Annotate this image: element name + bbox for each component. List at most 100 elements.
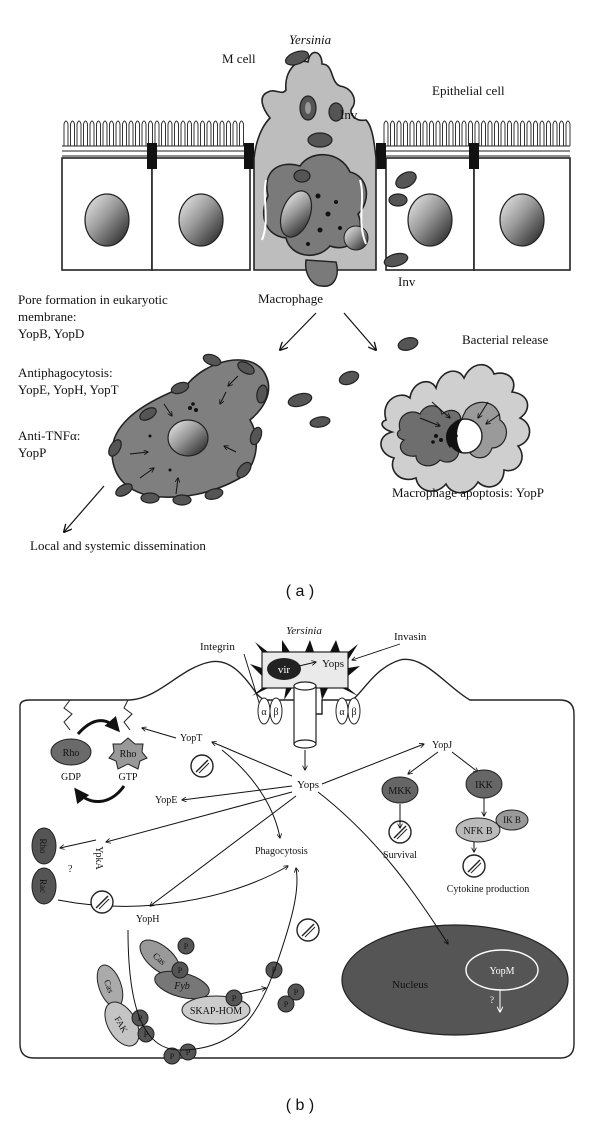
microvillus (96, 120, 101, 146)
phosphate-circle (179, 1043, 197, 1061)
integrin-label: Integrin (200, 641, 235, 653)
antiphagocytosis-label: Antiphagocytosis: (18, 365, 113, 380)
rac-label: Rac (38, 879, 48, 893)
survival-label: Survival (383, 850, 417, 861)
microvillus (461, 120, 467, 146)
microvillus (383, 120, 389, 146)
inward-arrow (163, 403, 172, 416)
yopt-label: YopT (180, 733, 202, 744)
microvillus (115, 120, 121, 146)
mkk-node (381, 776, 419, 804)
microvillus (403, 120, 408, 146)
phosphate-circle (177, 937, 195, 955)
inv-label-bottom: Inv (398, 274, 416, 289)
microvillus (481, 120, 486, 146)
invasin-label: Invasin (394, 631, 427, 643)
mkk-label: MKK (388, 786, 412, 797)
gtp-label: GTP (119, 772, 138, 783)
microvillus (219, 120, 225, 146)
microvillus (487, 120, 493, 146)
microvillus (500, 120, 506, 146)
microvillus (141, 120, 147, 146)
anti-tnf-label: Anti-TNFα: (18, 428, 80, 443)
microvillus (442, 120, 447, 146)
tight-junctions (147, 143, 479, 169)
antiphagocytosis-yops: YopE, YopH, YopT (18, 382, 119, 397)
bacterium (237, 361, 255, 375)
yersinia-bacteria-a (284, 50, 417, 268)
vir-label: vir (278, 664, 291, 676)
microvillus (448, 120, 454, 146)
alpha-label-1: α (261, 707, 267, 718)
microvillus (468, 120, 473, 146)
macrophage-label: Macrophage (258, 291, 323, 306)
yoph-targets (96, 939, 251, 1047)
phosphate-label: P (294, 988, 299, 997)
migrating-macrophage (108, 353, 270, 506)
bacterium (139, 407, 157, 421)
microvillus (102, 120, 108, 146)
bacterial-release-label: Bacterial release (462, 332, 548, 347)
fyb-label: Fyb (173, 981, 190, 992)
microvillus (83, 120, 88, 146)
yops-box-label: Yops (322, 658, 344, 670)
arrow-to-apoptotic-macrophage (343, 312, 376, 350)
microvillus (520, 120, 525, 146)
cas-label-2: Cas (102, 978, 116, 995)
microvillus (70, 120, 75, 146)
yope-label: YopE (155, 795, 177, 806)
inhibition-slash (98, 898, 110, 910)
inward-arrow (220, 391, 227, 404)
bacterium (140, 492, 160, 504)
microvillus (180, 120, 186, 146)
yersinia-label-a: Yersinia (289, 32, 332, 47)
bacterium (249, 426, 263, 446)
nfkb-label: NFK B (463, 826, 493, 837)
inhibition-slash (393, 825, 407, 839)
microvillus (507, 120, 512, 146)
skap-hom-label: SKAP-HOM (190, 1006, 242, 1017)
microvillus (89, 120, 95, 146)
nucleus (341, 924, 569, 1036)
phagocytosis-label: Phagocytosis (255, 846, 308, 857)
rho-label-ypka: Rho (38, 838, 48, 854)
pore-formation-yops: YopB, YopD (18, 326, 84, 341)
alpha-label-2: α (339, 707, 345, 718)
ikb-label: IK B (503, 815, 521, 825)
microvillus (533, 120, 538, 146)
beta-label-1: β (273, 707, 278, 718)
panel-b-label: ( b ) (286, 1097, 314, 1114)
microvillus (539, 120, 545, 146)
translocation-pore (293, 681, 317, 770)
arrow-to-migrating-macrophage (280, 312, 317, 350)
inhibition-slash (195, 759, 209, 773)
bacterium (236, 461, 252, 479)
phosphate-label: P (284, 1000, 289, 1009)
gdp-label: GDP (61, 772, 81, 783)
microvillus (135, 120, 140, 146)
microvillus (429, 120, 434, 146)
ikk-label: IKK (475, 780, 494, 791)
dissemination-arrow (64, 485, 105, 532)
apoptotic-macrophage (380, 363, 531, 494)
phosphate-label: P (178, 966, 183, 975)
nucleus-label: Nucleus (392, 979, 428, 991)
phosphate-label: P (232, 994, 237, 1003)
rho-gtp-node (108, 737, 148, 770)
phosphate-circle (137, 1025, 155, 1043)
bacterium (108, 439, 122, 457)
microvillus (109, 120, 114, 146)
bacterium (115, 483, 133, 497)
phosphate-circle (277, 995, 295, 1013)
phosphate-circle (171, 961, 189, 979)
microvillus (559, 120, 564, 146)
microvillus (226, 120, 231, 146)
rho-cycle: Rho Rho GDP GTP (50, 699, 148, 805)
panel-b: vir Yops Yersinia Integrin Invasin α β α… (19, 625, 575, 1114)
panel-a-label: ( a ) (286, 583, 314, 600)
free-bacteria (287, 337, 419, 428)
inward-arrow (224, 446, 237, 453)
inward-arrow (228, 375, 239, 386)
inward-arrow (139, 468, 154, 479)
